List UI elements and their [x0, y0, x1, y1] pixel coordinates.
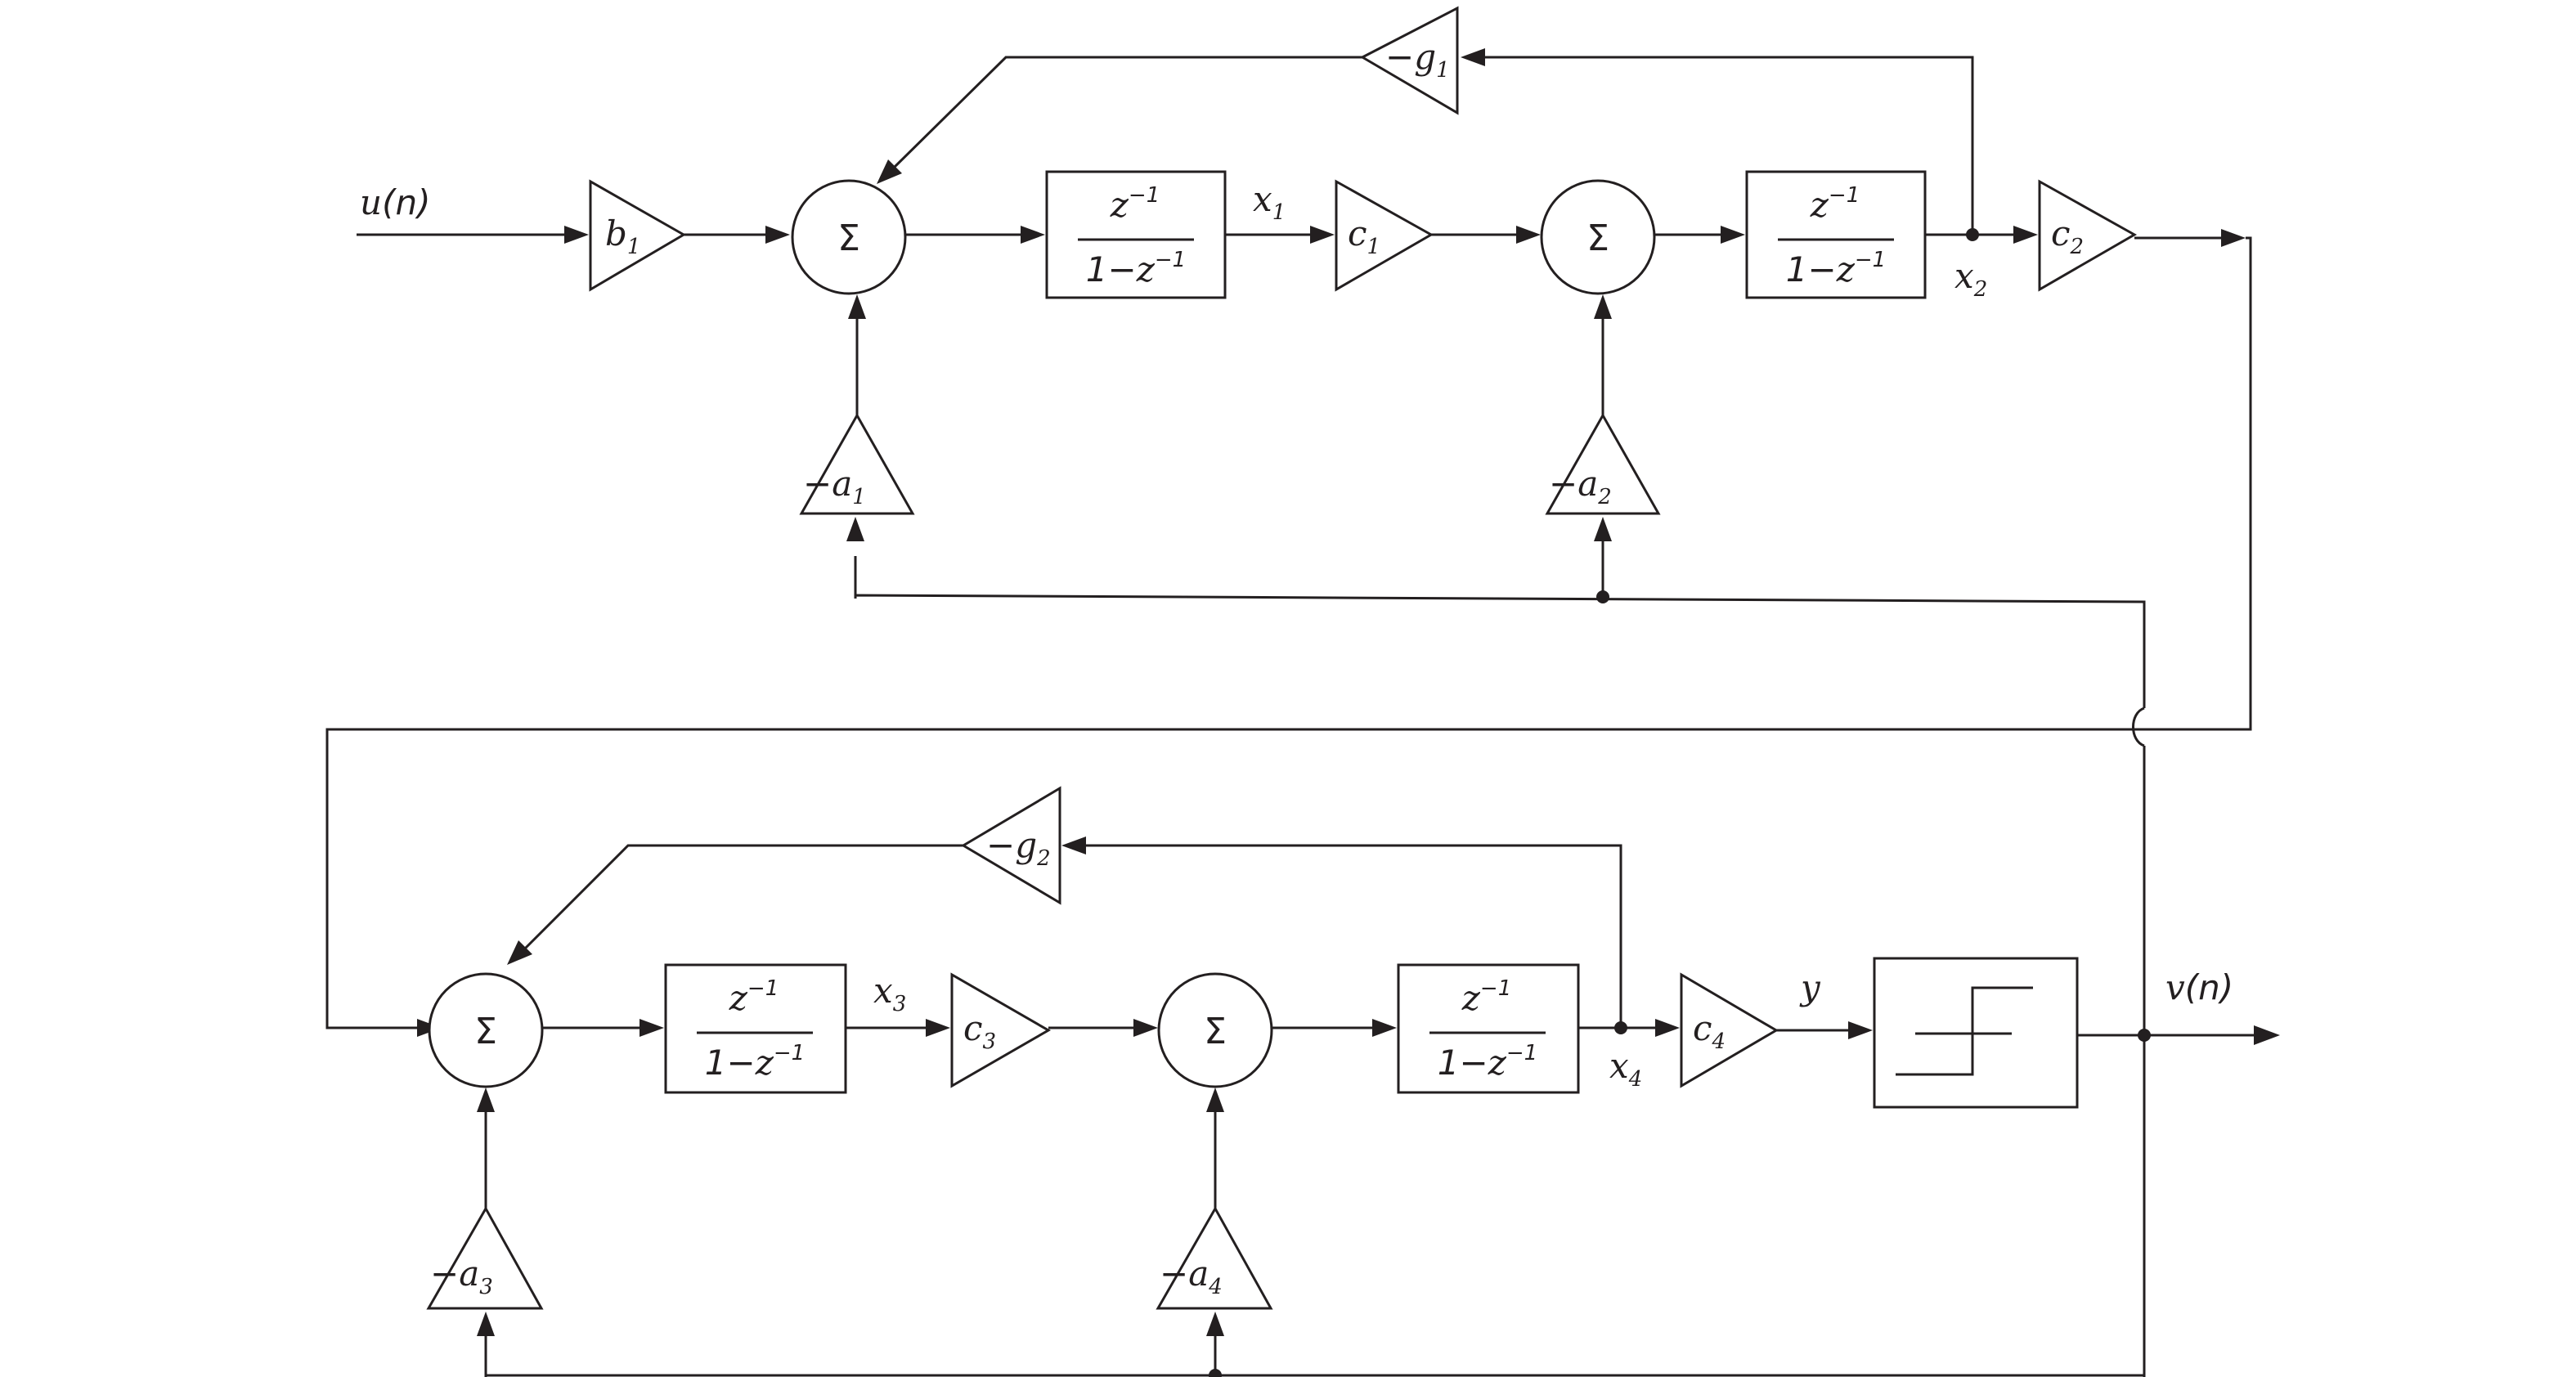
svg-text:Σ: Σ — [1586, 218, 1609, 259]
svg-text:c3: c3 — [963, 1008, 996, 1054]
svg-text:c1: c1 — [1348, 213, 1380, 259]
arrowhead — [1310, 226, 1335, 244]
arrowhead — [1594, 517, 1612, 541]
svg-text:−a4: −a4 — [1160, 1254, 1223, 1299]
svg-text:z−1: z−1 — [1110, 183, 1160, 225]
arrowhead — [848, 294, 866, 319]
gain-g2: −g2 — [961, 786, 1061, 905]
svg-text:b1: b1 — [605, 213, 640, 259]
svg-text:y: y — [1799, 967, 1821, 1007]
arrowhead — [1133, 1019, 1158, 1037]
gain-c2: c2 — [2038, 179, 2138, 292]
svg-text:1−z−1: 1−z−1 — [1438, 1041, 1537, 1083]
arrowhead — [477, 1312, 495, 1336]
junction-dot — [1596, 590, 1609, 603]
svg-text:x3: x3 — [873, 971, 906, 1016]
wire — [890, 56, 1362, 172]
arrowhead — [1848, 1021, 1873, 1039]
interstage-wire — [325, 236, 2252, 1029]
gain-c1: c1 — [1335, 179, 1434, 292]
signal-x3-label: x3 — [873, 971, 906, 1016]
svg-text:z−1: z−1 — [1810, 183, 1860, 225]
arrowhead — [564, 226, 589, 244]
svg-text:−g2: −g2 — [986, 825, 1051, 871]
svg-text:x4: x4 — [1609, 1046, 1642, 1092]
arrowhead — [1721, 226, 1745, 244]
summer-1: Σ — [791, 179, 907, 295]
output-signal-label: v(n) — [2165, 967, 2233, 1007]
gain-g1: −g1 — [1359, 6, 1459, 115]
arrowhead — [1655, 1019, 1680, 1037]
arrowhead — [2221, 229, 2246, 247]
gain-a2: −a2 — [1545, 412, 1661, 515]
integrator-2: z−1 1−z−1 — [1745, 170, 1927, 299]
arrowhead — [1516, 226, 1541, 244]
svg-text:Σ: Σ — [1204, 1011, 1227, 1052]
arrowhead — [507, 940, 532, 965]
svg-text:z−1: z−1 — [729, 976, 779, 1018]
junction-dot — [1209, 1369, 1222, 1377]
feedback-wire-g1 — [1485, 56, 1974, 235]
gain-a1: −a1 — [799, 412, 915, 515]
arrowhead — [1594, 294, 1612, 319]
arrowhead — [1061, 837, 1086, 854]
svg-text:−a3: −a3 — [430, 1254, 493, 1299]
gain-c3: c3 — [950, 972, 1052, 1088]
quantizer-step-icon — [1896, 986, 2033, 1076]
summer-3: Σ — [428, 972, 544, 1088]
svg-text:1−z−1: 1−z−1 — [705, 1041, 805, 1083]
arrowhead — [1021, 226, 1045, 244]
integrator-4: z−1 1−z−1 — [1397, 963, 1580, 1094]
svg-text:x2: x2 — [1954, 256, 1987, 302]
gain-a4: −a4 — [1156, 1205, 1273, 1310]
arrowhead — [1206, 1312, 1224, 1336]
svg-text:z−1: z−1 — [1461, 976, 1511, 1018]
arrowhead — [765, 226, 790, 244]
svg-text:−a2: −a2 — [1549, 464, 1612, 509]
arrowhead — [1206, 1088, 1224, 1112]
arrowhead — [640, 1019, 664, 1037]
arrowhead — [846, 517, 864, 541]
arrowhead — [2254, 1025, 2280, 1045]
svg-text:c4: c4 — [1693, 1008, 1726, 1054]
arrowhead — [477, 1088, 495, 1112]
junction-dot — [2138, 1029, 2151, 1042]
arrowhead — [926, 1019, 950, 1037]
signal-y-label: y — [1799, 967, 1821, 1007]
wire — [522, 844, 963, 952]
svg-text:Σ: Σ — [837, 218, 860, 259]
summer-2: Σ — [1540, 179, 1656, 295]
svg-text:Σ: Σ — [474, 1011, 497, 1052]
wire-crossover-hop — [2132, 706, 2145, 747]
svg-text:c2: c2 — [2051, 213, 2084, 259]
signal-x4-label: x4 — [1609, 1046, 1642, 1092]
arrowhead — [1372, 1019, 1397, 1037]
svg-text:1−z−1: 1−z−1 — [1786, 248, 1886, 289]
gain-c4: c4 — [1680, 972, 1779, 1088]
svg-text:v(n): v(n) — [2165, 967, 2233, 1007]
svg-text:1−z−1: 1−z−1 — [1086, 248, 1186, 289]
svg-text:x1: x1 — [1253, 179, 1286, 225]
feedback-bus-top — [854, 594, 2146, 708]
svg-text:−a1: −a1 — [803, 464, 866, 509]
arrowhead — [877, 159, 902, 184]
signal-x2-label: x2 — [1954, 256, 1987, 302]
gain-b1: b1 — [589, 179, 686, 292]
gain-a3: −a3 — [426, 1205, 544, 1310]
integrator-1: z−1 1−z−1 — [1045, 170, 1227, 299]
signal-x1-label: x1 — [1253, 179, 1286, 225]
integrator-3: z−1 1−z−1 — [664, 963, 847, 1094]
feedback-wire-g2 — [1086, 844, 1622, 1028]
summer-4: Σ — [1157, 972, 1273, 1088]
input-signal-label: u(n) — [360, 182, 430, 222]
arrowhead — [1461, 48, 1485, 66]
svg-text:−g1: −g1 — [1385, 37, 1450, 83]
quantizer-block — [1873, 957, 2079, 1109]
arrowhead — [2013, 226, 2038, 244]
svg-text:u(n): u(n) — [360, 182, 430, 222]
